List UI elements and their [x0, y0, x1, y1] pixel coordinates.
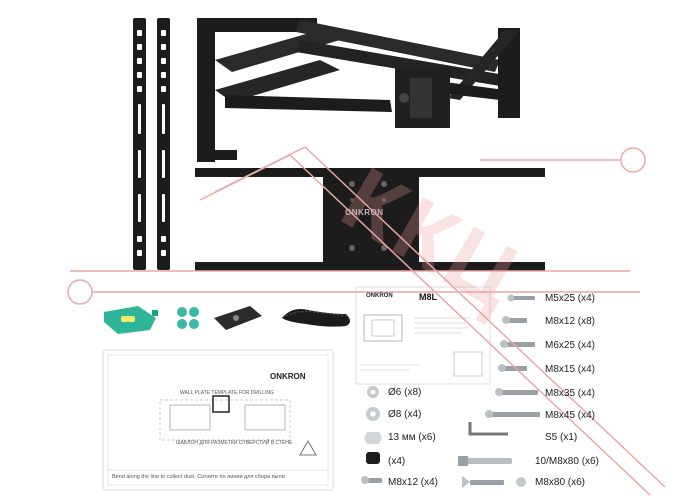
screw-label: M8x15 (x4): [545, 364, 596, 375]
manual-model: M8L: [419, 292, 437, 302]
lag-bolt-label: M8x80 (x6): [535, 477, 586, 488]
washer-label: Ø6 (x8): [388, 387, 422, 398]
tools-icons: [458, 422, 526, 488]
watermark-stamp: [67, 146, 666, 496]
bubble-level: [104, 306, 158, 334]
washer-icons: [361, 386, 382, 484]
screw-label: M8x45 (x4): [545, 410, 596, 421]
anchor-label: 10/M8x80 (x6): [535, 456, 599, 467]
screw-label: M6x25 (x4): [545, 340, 596, 351]
template-fold-note: Bend along the line to collect dust. Сог…: [112, 474, 285, 480]
spacer-label: 13 мм (x6): [388, 432, 436, 443]
template-title-ru: ШАБЛОН ДЛЯ РАЗМЕТКИ ОТВЕРСТИЙ В СТЕНЕ: [176, 440, 293, 446]
vertical-rail-right: [157, 18, 170, 270]
manual-brand: ONKRON: [366, 293, 393, 299]
template-card-graphics: [102, 349, 334, 491]
cap-label: (x4): [388, 456, 406, 467]
wrench-label: S5 (x1): [545, 432, 578, 443]
washer-label: Ø8 (x4): [388, 409, 422, 420]
screw-label: M8x35 (x4): [545, 388, 596, 399]
template-title: WALL PLATE TEMPLATE FOR DRILLING: [180, 390, 274, 396]
cable-clips: [177, 307, 199, 329]
wall-mount-arm-assembly: [197, 18, 520, 162]
manual-card-graphics: [355, 286, 491, 385]
cable-wrap-coil: [282, 309, 350, 327]
screw-label: M8x12 (x8): [545, 316, 596, 327]
bolt-label: M8x12 (x4): [388, 477, 439, 488]
adapter-plate: [323, 168, 419, 271]
vertical-rail-left: [133, 18, 146, 270]
template-brand: ONKRON: [270, 372, 306, 381]
tv-bracket-spacer: [214, 306, 262, 330]
screw-label: M5x25 (x4): [545, 293, 596, 304]
plate-logo: ONKRON: [345, 208, 384, 217]
